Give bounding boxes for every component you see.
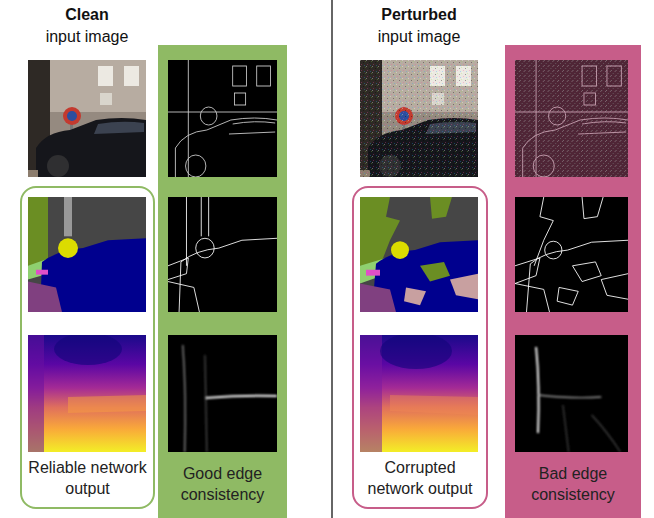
box-caption: Good edge consistency [158,464,287,506]
column-heading: Clean [65,5,109,24]
edge-image [515,335,628,452]
input-image [360,60,478,177]
edge-image [168,60,277,177]
band-fills [158,45,641,518]
consistency-band: Good edge consistency [158,45,287,518]
column-heading: Perturbed [381,5,457,24]
segmentation-image [360,197,478,312]
edge-image [515,335,628,452]
edge-image [515,197,628,312]
segmentation-image [28,197,146,312]
input-image [28,60,146,177]
input-image [360,60,478,177]
edge-image [168,197,277,312]
consistency-band: Bad edge consistency [505,45,641,518]
input-image [28,60,146,177]
band-fill [158,45,287,518]
depth-image [28,335,146,452]
segmentation-image [28,197,146,312]
band-fill [505,45,641,518]
output-box: Corrupted network output [352,186,488,509]
depth-image [360,333,478,452]
depth-image [360,335,478,452]
edge-image [168,335,277,452]
box-caption: Bad edge consistency [505,464,641,506]
column-subheading: input image [46,27,129,46]
edge-image [168,197,277,312]
noise-overlay [360,60,478,177]
column-subheading: input image [378,27,461,46]
edge-image [515,60,628,177]
edge-image [168,60,277,177]
box-caption: Corrupted network output [354,458,486,500]
output-box: Reliable network output [20,186,155,509]
edge-image [515,60,628,177]
depth-image [28,333,146,452]
noise-overlay [515,60,628,177]
divider-line [331,0,333,518]
box-caption: Reliable network output [22,458,153,500]
segmentation-image [360,197,478,312]
edge-image [168,335,277,452]
edge-image [515,197,628,312]
